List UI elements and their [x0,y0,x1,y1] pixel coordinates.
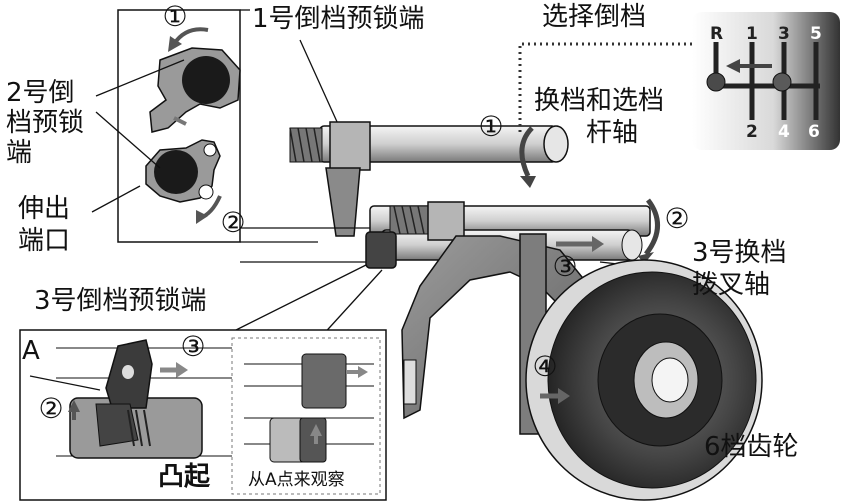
fork-shaft-3-label-line2: 拨叉轴 [692,270,771,300]
bump-label: 凸起 [158,462,211,492]
gate-label-5: 5 [810,24,822,44]
step-1-upper: ① [162,0,188,33]
lock-3-inset [19,329,387,501]
step-3-shaft: ③ [552,250,578,283]
step-3-inset: ③ [180,330,206,363]
step-2-shaft: ② [664,202,690,235]
select-reverse-label: 选择倒档 [542,2,647,32]
step-2-upper: ② [220,206,246,239]
step-4-gear: ④ [532,350,558,383]
gate-label-r: R [710,24,724,44]
step-1-shaft: ① [478,110,504,143]
step-2-inset: ② [38,392,64,425]
shift-select-shaft-label-line2: 杆轴 [586,118,639,148]
point-a-label: A [22,336,40,366]
reverse-lock-2-label-line2: 档预锁 [6,108,85,138]
protrusion-port-label-line1: 伸出 [18,194,71,224]
shift-gate [692,12,840,150]
shift-select-shaft [289,121,569,237]
gear-6 [525,259,763,501]
gate-label-3: 3 [778,24,790,44]
gate-label-6: 6 [808,122,820,142]
reverse-lock-3-label: 3号倒档预锁端 [34,286,207,316]
reverse-lock-2-label-line1: 2号倒 [6,78,75,108]
view-from-a-label: 从A点来观察 [248,470,345,490]
gate-label-1: 1 [746,24,758,44]
gate-label-4: 4 [778,122,790,142]
gear-6-label: 6档齿轮 [704,432,799,462]
lock-inset-panel [117,9,241,243]
fork-shaft-3-label-line1: 3号换档 [692,238,787,268]
protrusion-port-label-line2: 端口 [18,226,71,256]
shift-select-shaft-label-line1: 换档和选档 [534,86,665,116]
reverse-lock-2-label-line3: 端 [6,138,33,168]
gate-label-2: 2 [746,122,758,142]
reverse-lock-1-label: 1号倒档预锁端 [252,4,425,34]
